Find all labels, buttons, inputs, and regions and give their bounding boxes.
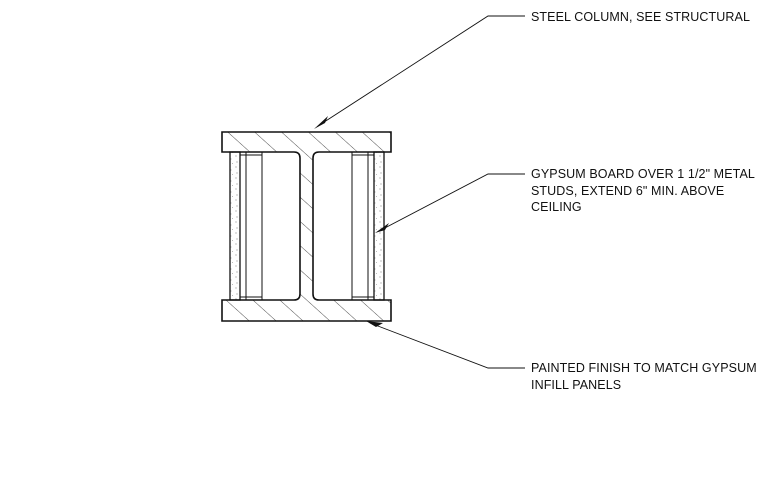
gypsum-board-right bbox=[373, 151, 385, 301]
note-painted-finish-line-1: PAINTED FINISH TO MATCH GYPSUM bbox=[531, 361, 757, 375]
leader-painted-finish bbox=[366, 321, 525, 369]
arrowhead-painted-finish bbox=[366, 321, 383, 327]
arrowhead-steel-column bbox=[314, 116, 328, 129]
leader-gypsum-board bbox=[375, 173, 525, 233]
arrowhead-gypsum-board bbox=[375, 223, 389, 233]
note-painted-finish-line-2: INFILL PANELS bbox=[531, 377, 622, 392]
steel-column-section bbox=[221, 131, 392, 322]
note-painted-finish: PAINTED FINISH TO MATCH GYPSUM INFILL PA… bbox=[531, 360, 757, 393]
note-gypsum-board: GYPSUM BOARD OVER 1 1/2" METAL STUDS, EX… bbox=[531, 166, 755, 216]
note-gypsum-board-line-2: STUDS, EXTEND 6" MIN. ABOVE bbox=[531, 183, 725, 198]
gypsum-infill-left bbox=[229, 151, 263, 301]
steel-column bbox=[221, 131, 392, 322]
note-gypsum-board-line-1: GYPSUM BOARD OVER 1 1/2" METAL bbox=[531, 167, 755, 181]
gypsum-infill-right bbox=[351, 151, 385, 301]
note-steel-column: STEEL COLUMN, SEE STRUCTURAL bbox=[531, 9, 750, 26]
note-gypsum-board-line-3: CEILING bbox=[531, 200, 582, 214]
leader-steel-column bbox=[314, 15, 525, 129]
note-steel-column-line-1: STEEL COLUMN, SEE STRUCTURAL bbox=[531, 10, 751, 24]
gypsum-board-left bbox=[229, 151, 241, 301]
